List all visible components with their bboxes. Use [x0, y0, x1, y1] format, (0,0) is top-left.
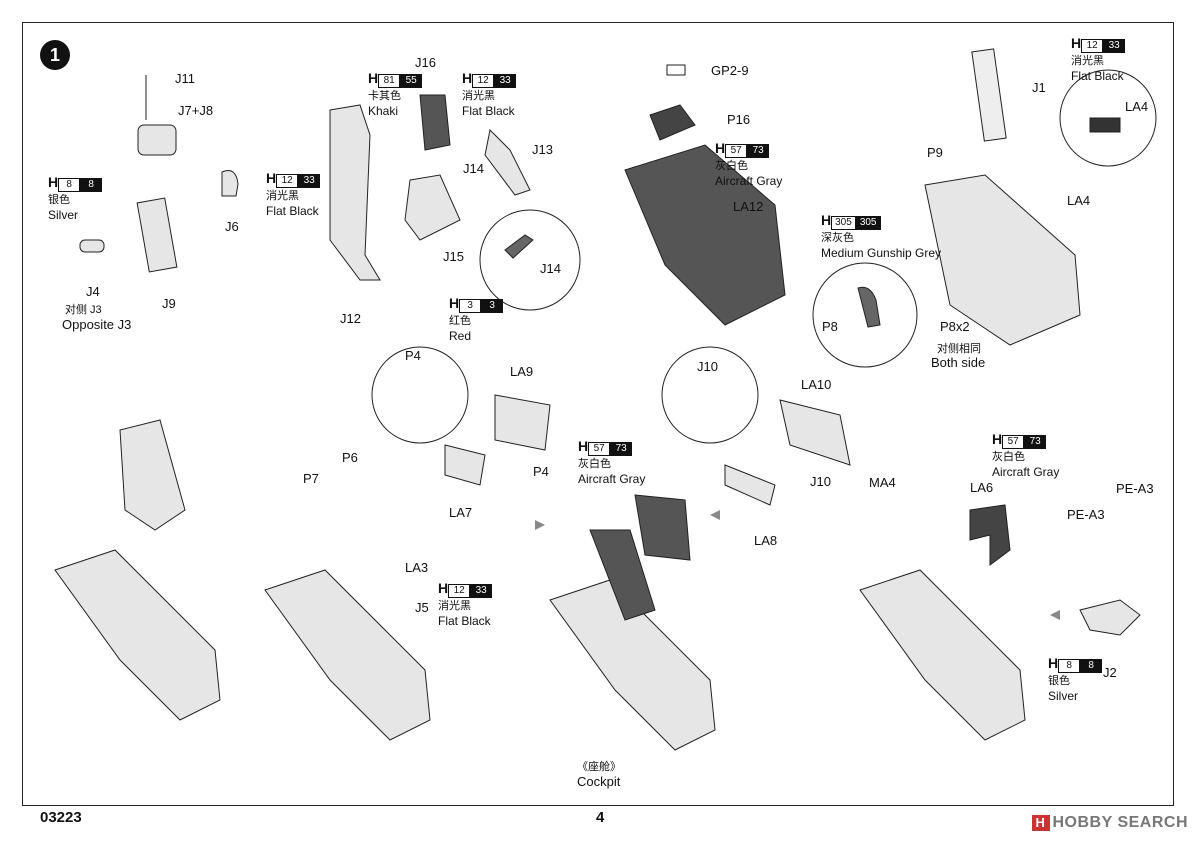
part-label-P16: P16	[727, 112, 751, 127]
part-label-J2: J2	[1103, 665, 1117, 680]
part-label-J12: J12	[340, 311, 361, 326]
note-both-cn: 对侧相同	[937, 343, 981, 355]
note-opposite-cn: 对侧 J3	[65, 304, 102, 316]
part-label-LA4: LA4	[1067, 193, 1091, 208]
part-label-MA4: MA4	[869, 475, 896, 490]
part-label-P8: P8	[822, 319, 838, 334]
part-label-P7: P7	[303, 471, 319, 486]
part-label-LA12: LA12	[733, 199, 764, 214]
part-label-LA10: LA10	[801, 377, 832, 392]
part-label-LA7: LA7	[449, 505, 473, 520]
part-label-LA3: LA3	[405, 560, 429, 575]
part-label-LA9: LA9	[510, 364, 534, 379]
cockpit-assembly-drawings	[54, 346, 1141, 751]
part-label-J5: J5	[415, 600, 429, 615]
part-label-J13: J13	[532, 142, 553, 157]
part-label-J11: J11	[175, 71, 195, 86]
part-label-J10-detail: J10	[697, 359, 718, 374]
part-label-LA6: LA6	[970, 480, 994, 495]
part-label-P9: P9	[927, 145, 943, 160]
direction-arrows	[535, 510, 1060, 620]
part-label-J9: J9	[162, 296, 176, 311]
part-label-PE-A3-left: PE-A3	[1067, 507, 1105, 522]
part-label-GP2-9: GP2-9	[711, 63, 749, 78]
part-label-LA4-detail: LA4	[1125, 99, 1149, 114]
part-label-J15: J15	[443, 249, 464, 264]
part-label-J16: J16	[415, 55, 436, 70]
part-label-J4: J4	[86, 284, 100, 299]
seat-parts-drawing	[79, 75, 239, 273]
note-both-en: Both side	[931, 355, 986, 370]
caption-cockpit-cn: 《座舱》	[577, 761, 621, 773]
part-label-J10: J10	[810, 474, 831, 489]
part-label-J7J8: J7+J8	[178, 103, 214, 118]
step-number-badge: 1	[40, 40, 70, 70]
part-label-LA8: LA8	[754, 533, 778, 548]
part-label-P8x2: P8x2	[940, 319, 970, 334]
seat-frame-drawing	[329, 94, 581, 311]
part-label-P4: P4	[533, 464, 549, 479]
part-label-P6: P6	[342, 450, 358, 465]
part-label-P4-detail: P4	[405, 348, 421, 363]
part-label-J14: J14	[463, 161, 484, 176]
page-frame	[22, 22, 1174, 806]
note-opposite-en: Opposite J3	[62, 317, 132, 332]
product-code: 03223	[40, 809, 82, 826]
caption-cockpit-en: Cockpit	[577, 774, 621, 789]
part-label-J1: J1	[1032, 80, 1046, 95]
part-label-J14-detail: J14	[540, 261, 561, 276]
page-number: 4	[596, 809, 605, 826]
part-label-PE-A3-right: PE-A3	[1116, 481, 1154, 496]
part-label-J6: J6	[225, 219, 239, 234]
cockpit-tub-drawing-top-right	[812, 48, 1157, 368]
watermark-icon: H	[1031, 815, 1050, 831]
coaming-drawing	[624, 64, 786, 326]
